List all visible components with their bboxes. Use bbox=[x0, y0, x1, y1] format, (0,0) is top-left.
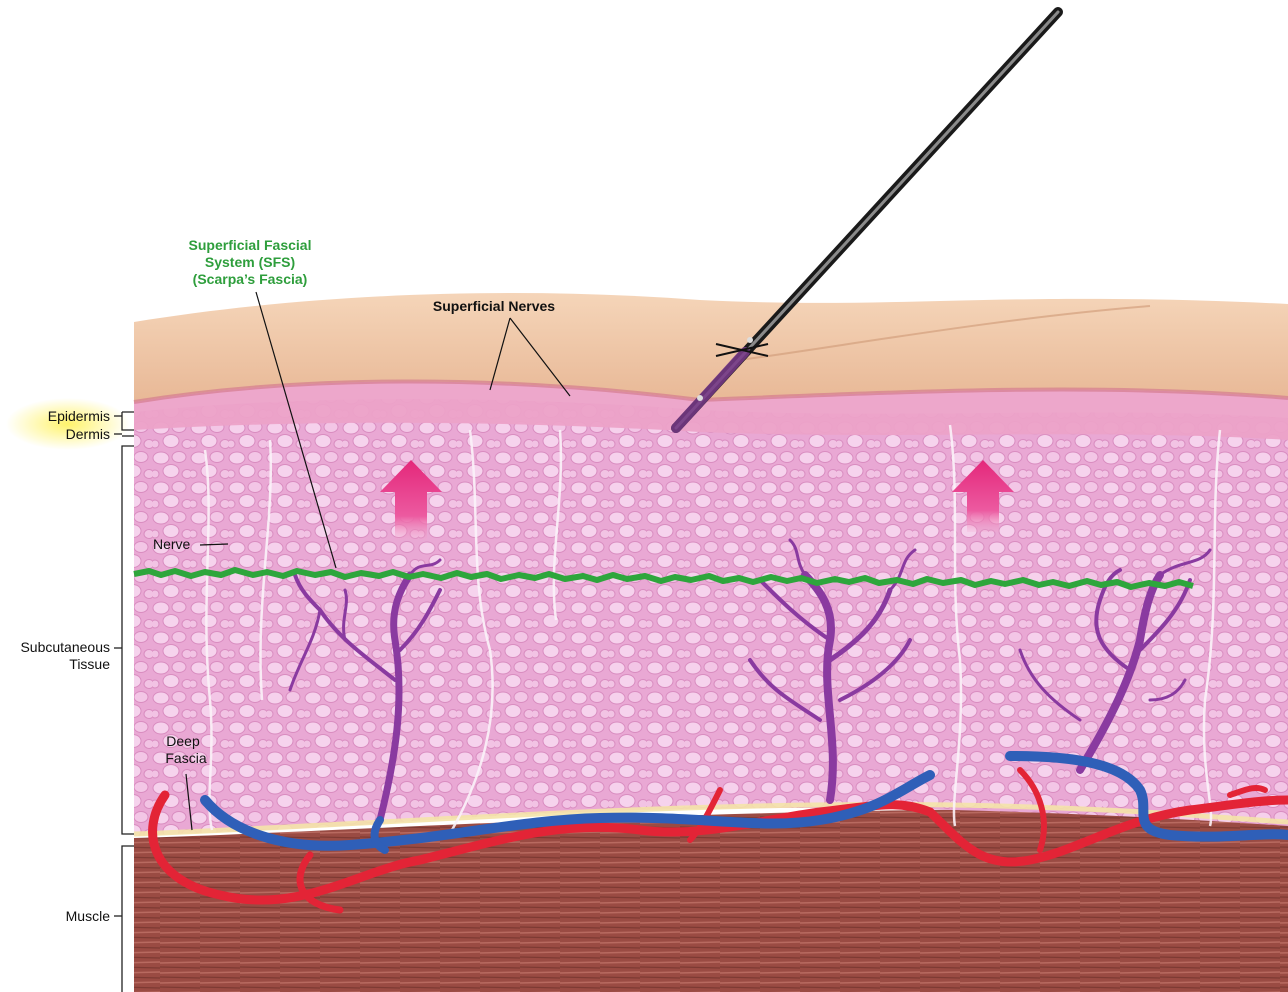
epidermis-label: Epidermis bbox=[48, 408, 110, 424]
deep-fascia-label-line2: Fascia bbox=[165, 750, 206, 766]
superficial-nerves-label: Superficial Nerves bbox=[433, 298, 555, 314]
sfs-label-line1: Superficial Fascial bbox=[189, 237, 312, 253]
nerve-label: Nerve bbox=[153, 536, 191, 552]
dermis-label: Dermis bbox=[66, 426, 110, 442]
sfs-label: Superficial Fascial System (SFS) (Scarpa… bbox=[189, 237, 312, 287]
subcutaneous-label-line2: Tissue bbox=[69, 656, 110, 672]
epidermis-highlight bbox=[6, 398, 130, 450]
subcutaneous-label-line1: Subcutaneous bbox=[20, 639, 110, 655]
sfs-label-line2: System (SFS) bbox=[205, 254, 295, 270]
muscle-label: Muscle bbox=[66, 908, 111, 924]
deep-fascia-label-line1: Deep bbox=[166, 733, 200, 749]
sfs-label-line3: (Scarpa’s Fascia) bbox=[193, 271, 308, 287]
layer-scale-bracket bbox=[114, 412, 134, 992]
